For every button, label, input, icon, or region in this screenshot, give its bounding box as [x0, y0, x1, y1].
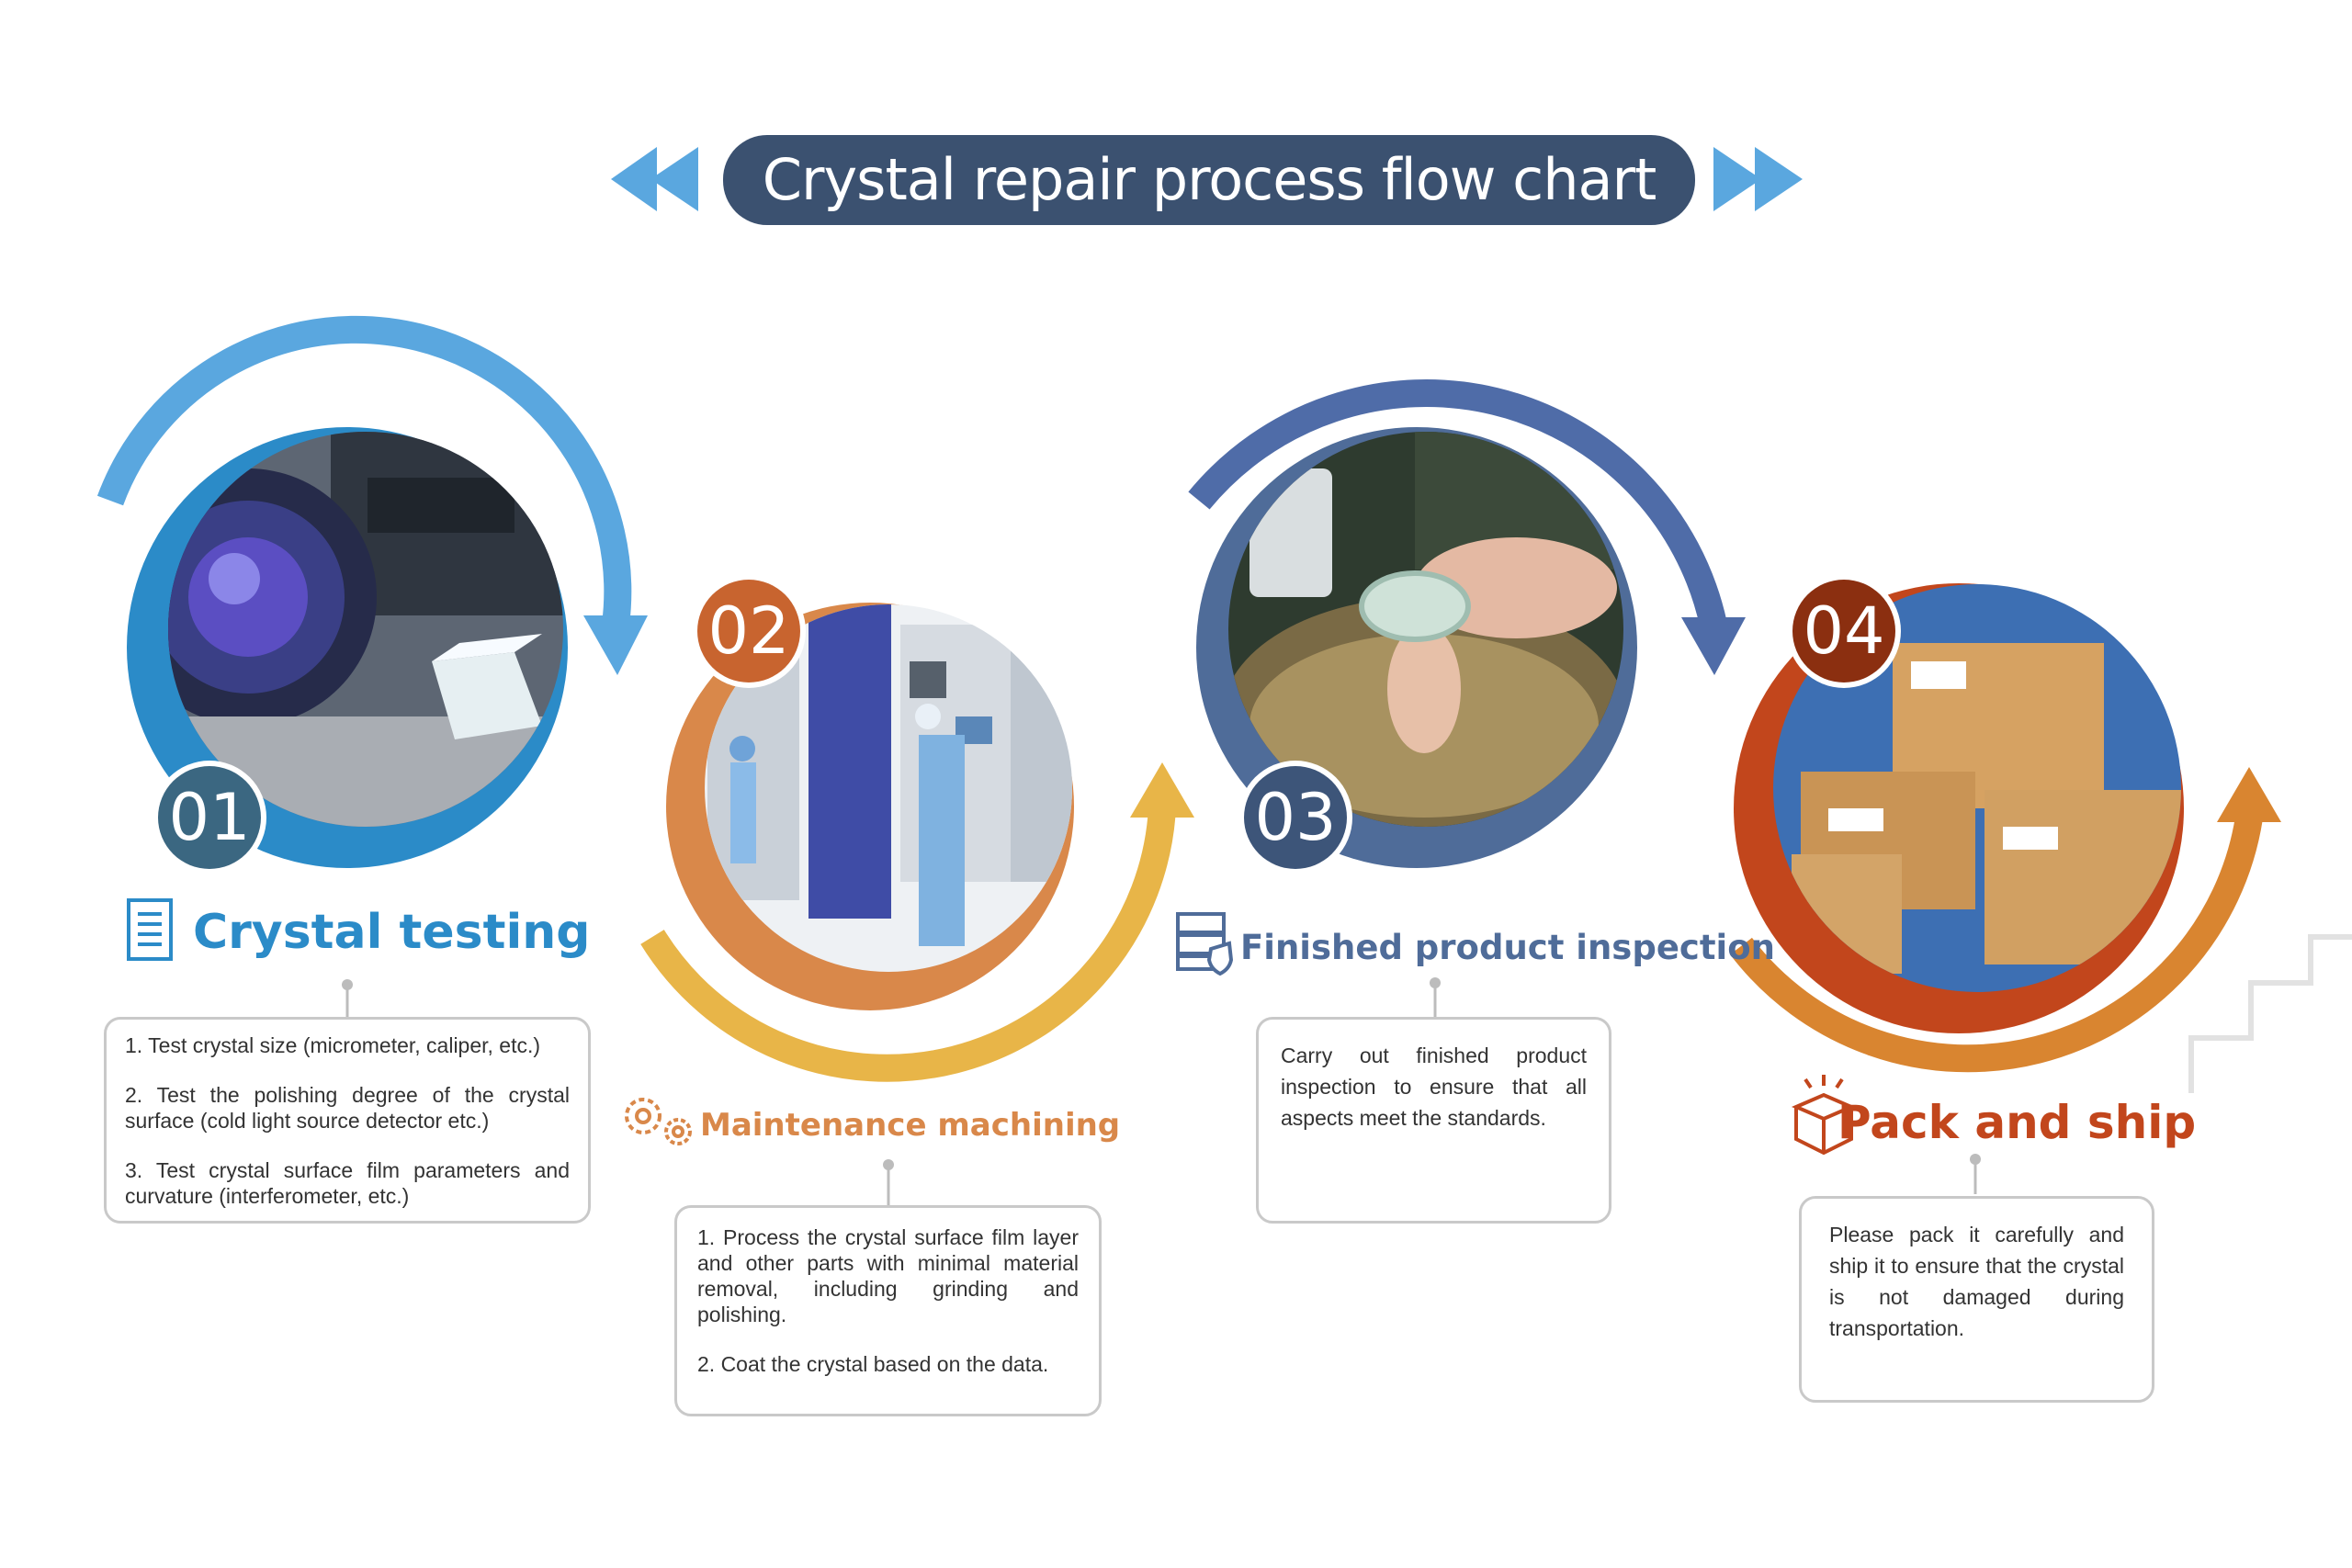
step-1-line-3: 3. Test crystal surface film parameters … — [125, 1158, 570, 1208]
step-2-photo — [705, 604, 1072, 972]
step-4-title: Pack and ship — [1838, 1096, 2197, 1149]
step-4-arrow-arc — [1730, 815, 2263, 1073]
zigzag-decoration — [2188, 934, 2352, 1093]
step-1-line-1: 1. Test crystal size (micrometer, calipe… — [125, 1033, 541, 1057]
step-3-arrow-arc — [1188, 379, 1727, 628]
title-banner — [723, 135, 1695, 225]
step-3-number: 03 — [1254, 780, 1337, 855]
step-1-title: Crystal testing — [193, 905, 591, 960]
step-2-description: 1. Process the crystal surface film laye… — [674, 1205, 1102, 1416]
step-2-line-1: 1. Process the crystal surface film laye… — [697, 1225, 1079, 1326]
step-4-number: 04 — [1803, 593, 1885, 669]
step-4-arrow-head — [2217, 767, 2281, 822]
step-3-title: Finished product inspection — [1240, 928, 1775, 967]
step-1-graphic — [96, 315, 648, 874]
step-4-line-1: Please pack it carefully and ship it to … — [1829, 1223, 2124, 1340]
step-2-arrow-arc — [640, 807, 1176, 1082]
step-3-graphic — [1188, 379, 1746, 874]
document-icon — [127, 898, 173, 961]
step-2-arrow-head — [1130, 762, 1194, 818]
step-1-line-2: 2. Test the polishing degree of the crys… — [125, 1083, 570, 1133]
box-icon — [1791, 1075, 1857, 1156]
right-double-arrow-icon — [1713, 147, 1803, 211]
step-4-graphic — [1730, 574, 2281, 1073]
step-1-description: 1. Test crystal size (micrometer, calipe… — [104, 1017, 591, 1224]
step-2-title: Maintenance machining — [700, 1107, 1121, 1144]
step-1-arrow-head — [583, 615, 648, 675]
step-2-graphic — [640, 574, 1194, 1082]
left-double-arrow-icon — [611, 147, 698, 211]
page-title: Crystal repair process flow chart — [762, 146, 1657, 213]
step-3-arrow-head — [1681, 617, 1746, 675]
step-2-line-2: 2. Coat the crystal based on the data. — [697, 1352, 1049, 1376]
gears-icon — [625, 1098, 692, 1145]
step-2-number: 02 — [707, 593, 790, 669]
step-1-number: 01 — [168, 780, 251, 855]
connectors — [342, 977, 1981, 1205]
step-3-line-1: Carry out finished product inspection to… — [1281, 1043, 1587, 1130]
step-4-description: Please pack it carefully and ship it to … — [1799, 1196, 2154, 1403]
server-shield-icon — [1176, 912, 1234, 976]
step-3-description: Carry out finished product inspection to… — [1256, 1017, 1611, 1224]
step-1-arrow-arc — [96, 315, 632, 626]
step-1-photo — [168, 432, 563, 827]
